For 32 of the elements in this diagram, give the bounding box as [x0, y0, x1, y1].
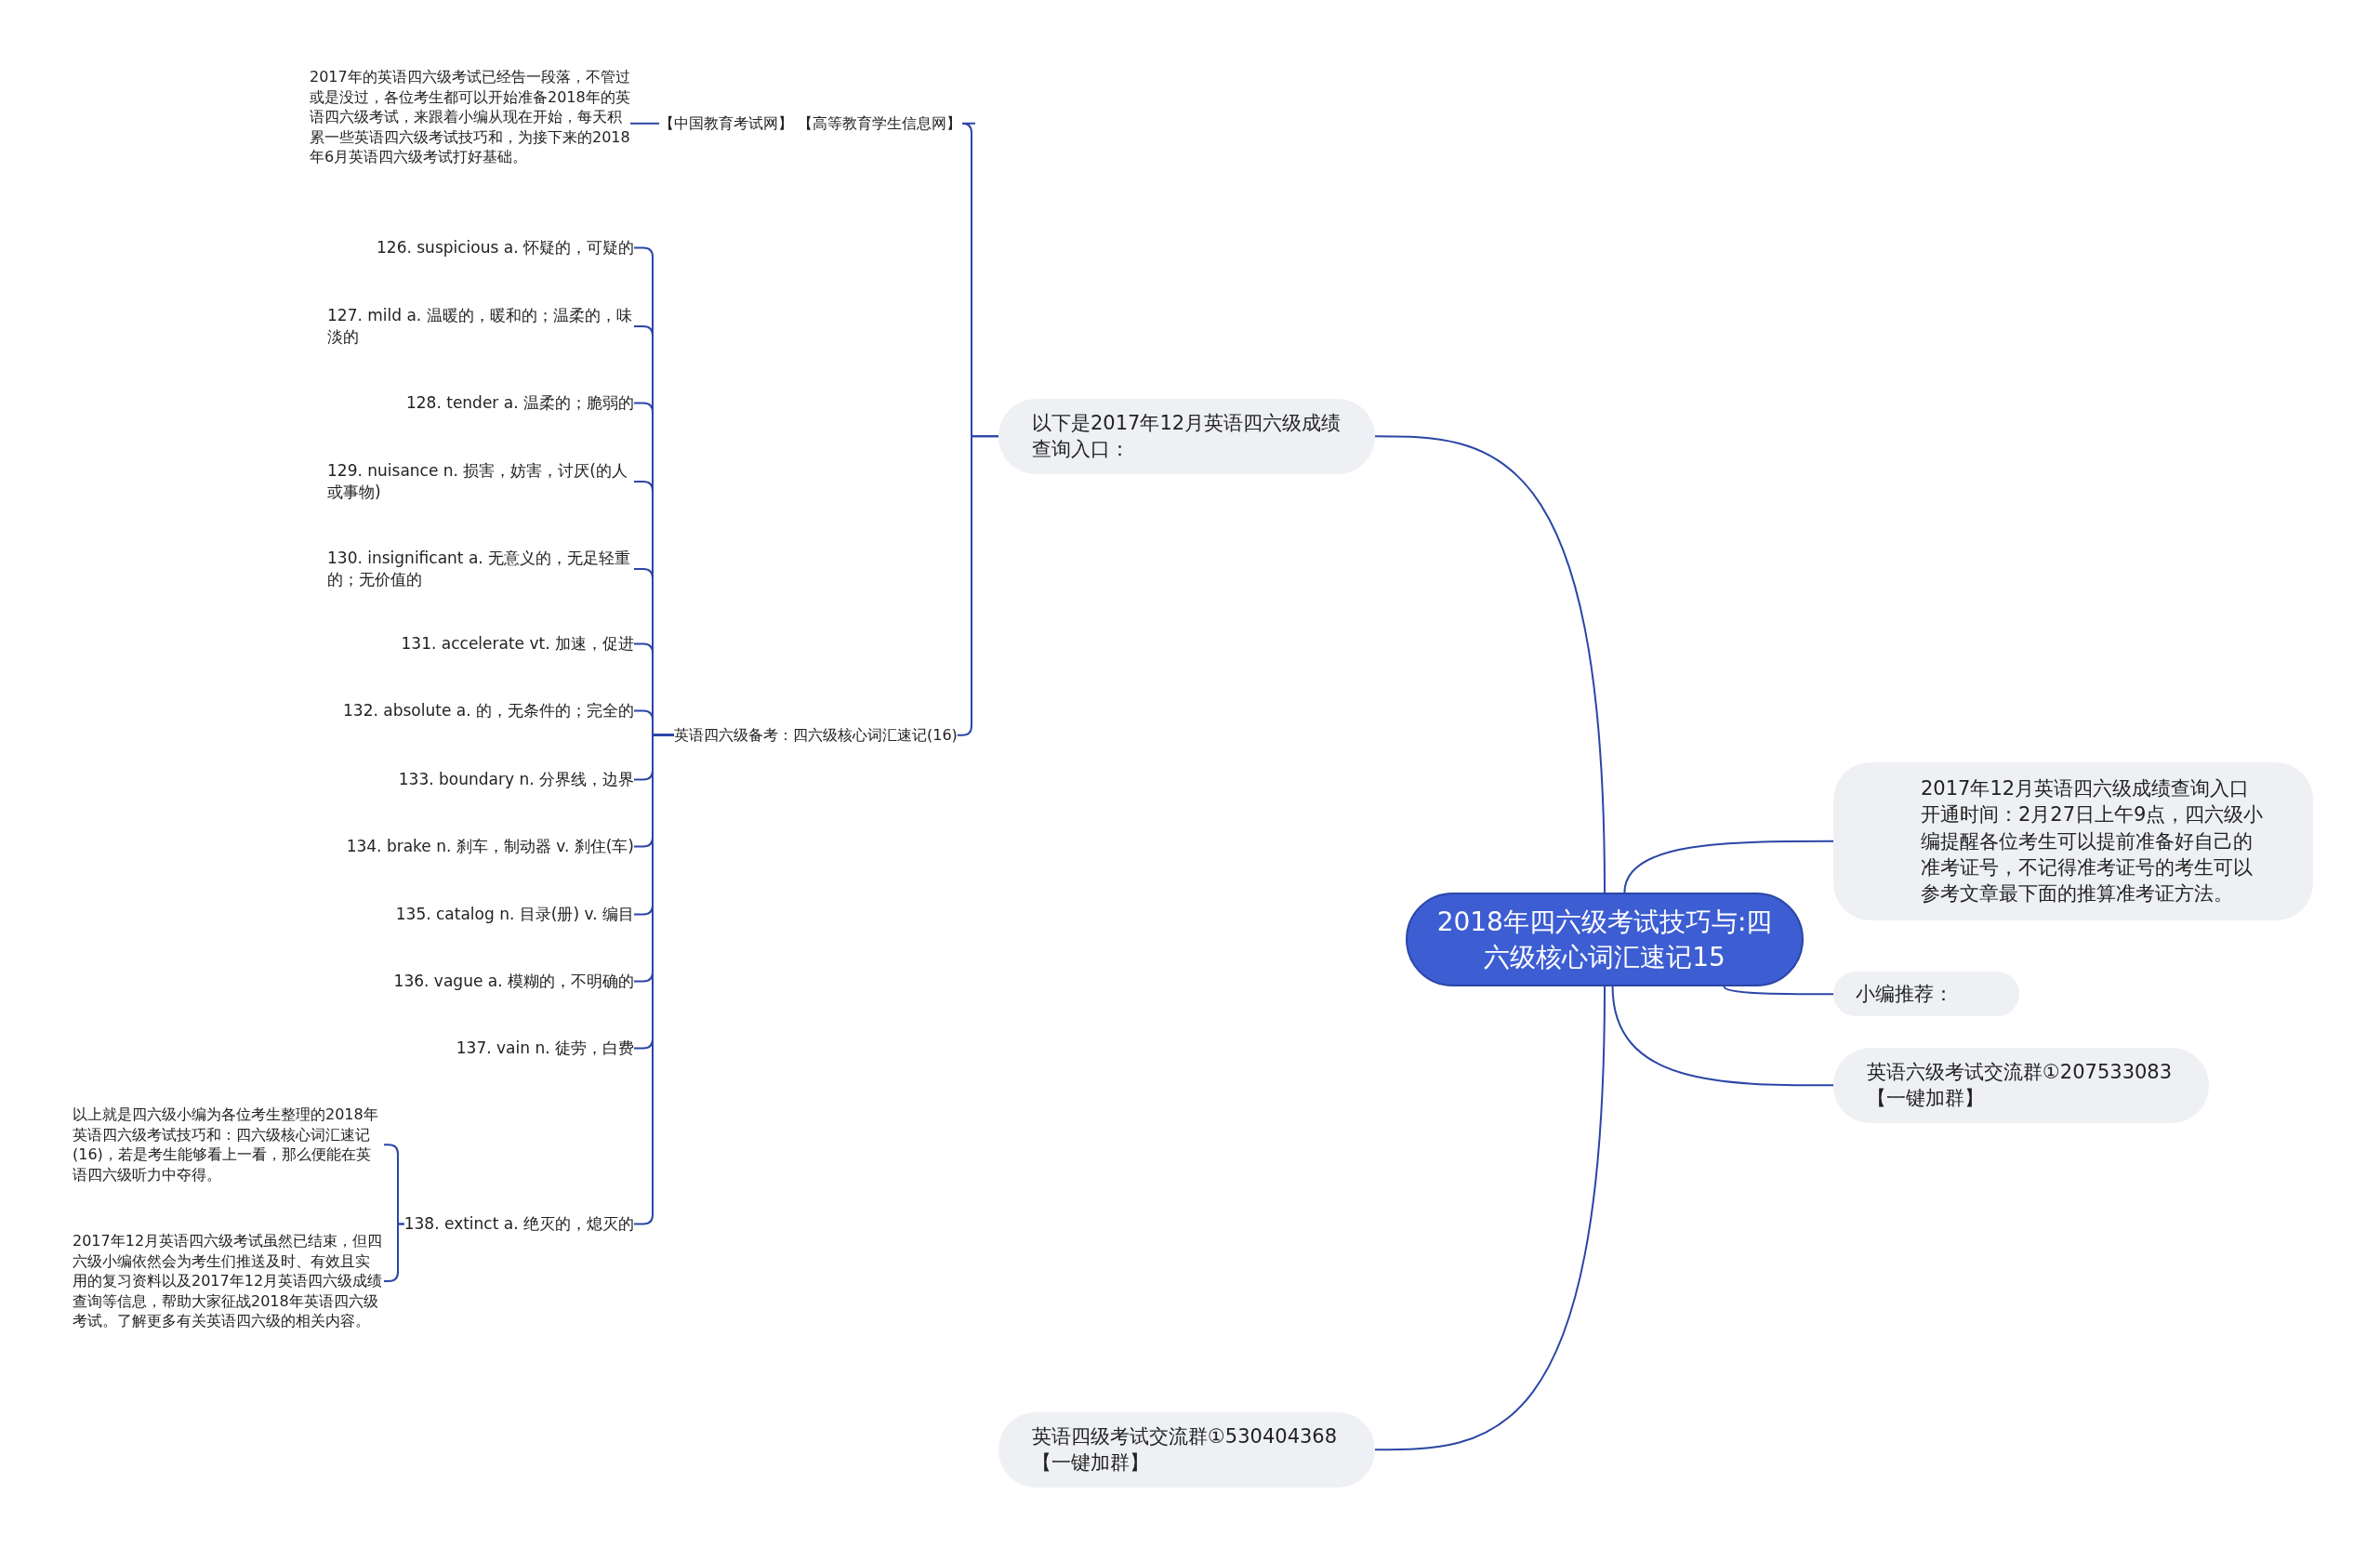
vocabulary-entry: 137. vain n. 徒劳，白费 — [456, 1038, 634, 1059]
topic-label: 小编推荐： — [1856, 982, 1954, 1007]
topic-pill — [1833, 762, 2313, 920]
topic-label: 英语四级考试交流群①530404368【一键加群】 — [1032, 1424, 1339, 1476]
vocabulary-entry: 129. nuisance n. 损害，妨害，讨厌(的人或事物) — [327, 460, 634, 503]
topic-text: 2017年的英语四六级考试已经告一段落，不管过或是没过，各位考生都可以开始准备2018年的英语四六级考试，来跟着小编从现在开始，每天积累一些英语四六级考试技巧和，为接下来的2018年6月英语四六级考试打好基础。 — [310, 67, 630, 167]
connector-line — [629, 122, 660, 125]
topic-pill — [1833, 972, 2019, 1017]
vocabulary-entry: 135. catalog n. 目录(册) v. 编目 — [395, 904, 634, 925]
vocabulary-entry: 138. extinct a. 绝灭的，熄灭的 — [403, 1213, 634, 1235]
connector-line — [1611, 986, 1834, 1087]
topic-label: 2017年12月英语四六级成绩查询入口开通时间：2月27日上午9点，四六级小编提醒各位考生可以提前准备好自己的准考证号，不记得准考证号的考生可以参考文章最下面的推算准考证方法。 — [1921, 776, 2265, 907]
vocabulary-entry: 127. mild a. 温暖的，暖和的；温柔的，味淡的 — [327, 305, 634, 348]
vocabulary-entry: 132. absolute a. 的，无条件的；完全的 — [343, 700, 634, 721]
connector-line — [1723, 986, 1834, 996]
connector-line — [1374, 986, 1606, 1451]
vocabulary-entry: 126. suspicious a. 怀疑的，可疑的 — [377, 237, 634, 258]
vocabulary-entry: 134. brake n. 刹车，制动器 v. 刹住(车) — [346, 836, 634, 857]
topic-text: 【中国教育考试网】 【高等教育学生信息网】 — [659, 113, 975, 134]
vocabulary-entry: 130. insignificant a. 无意义的，无足轻重的；无价值的 — [327, 548, 634, 590]
vocabulary-entry: 128. tender a. 温柔的；脆弱的 — [405, 392, 634, 414]
topic-text: 以上就是四六级小编为各位考生整理的2018年英语四六级考试技巧和：四六级核心词汇速记(16)，若是考生能够看上一看，那么便能在英语四六级听力中夺得。 — [73, 1105, 384, 1185]
topic-text: 英语四六级备考：四六级核心词汇速记(16) — [674, 725, 958, 746]
connector-line — [1374, 435, 1606, 893]
connector-line — [1623, 840, 1834, 893]
topic-text: 2017年12月英语四六级考试虽然已结束，但四六级小编依然会为考生们推送及时、有效且实用的复习资料以及2017年12月英语四六级成绩查询等信息，帮助大家征战2018年英语四六级考试。了解更多有关英语四六级的相关内容。 — [73, 1231, 384, 1331]
vocabulary-entry: 136. vague a. 模糊的，不明确的 — [393, 971, 634, 992]
topic-label: 以下是2017年12月英语四六级成绩查询入口： — [1032, 411, 1342, 463]
topic-label: 2018年四六级考试技巧与:四六级核心词汇速记15 — [1435, 905, 1774, 974]
topic-label: 英语六级考试交流群①207533083【一键加群】 — [1867, 1060, 2174, 1112]
vocabulary-entry: 133. boundary n. 分界线，边界 — [398, 769, 634, 790]
vocabulary-entry: 131. accelerate vt. 加速，促进 — [401, 633, 634, 655]
